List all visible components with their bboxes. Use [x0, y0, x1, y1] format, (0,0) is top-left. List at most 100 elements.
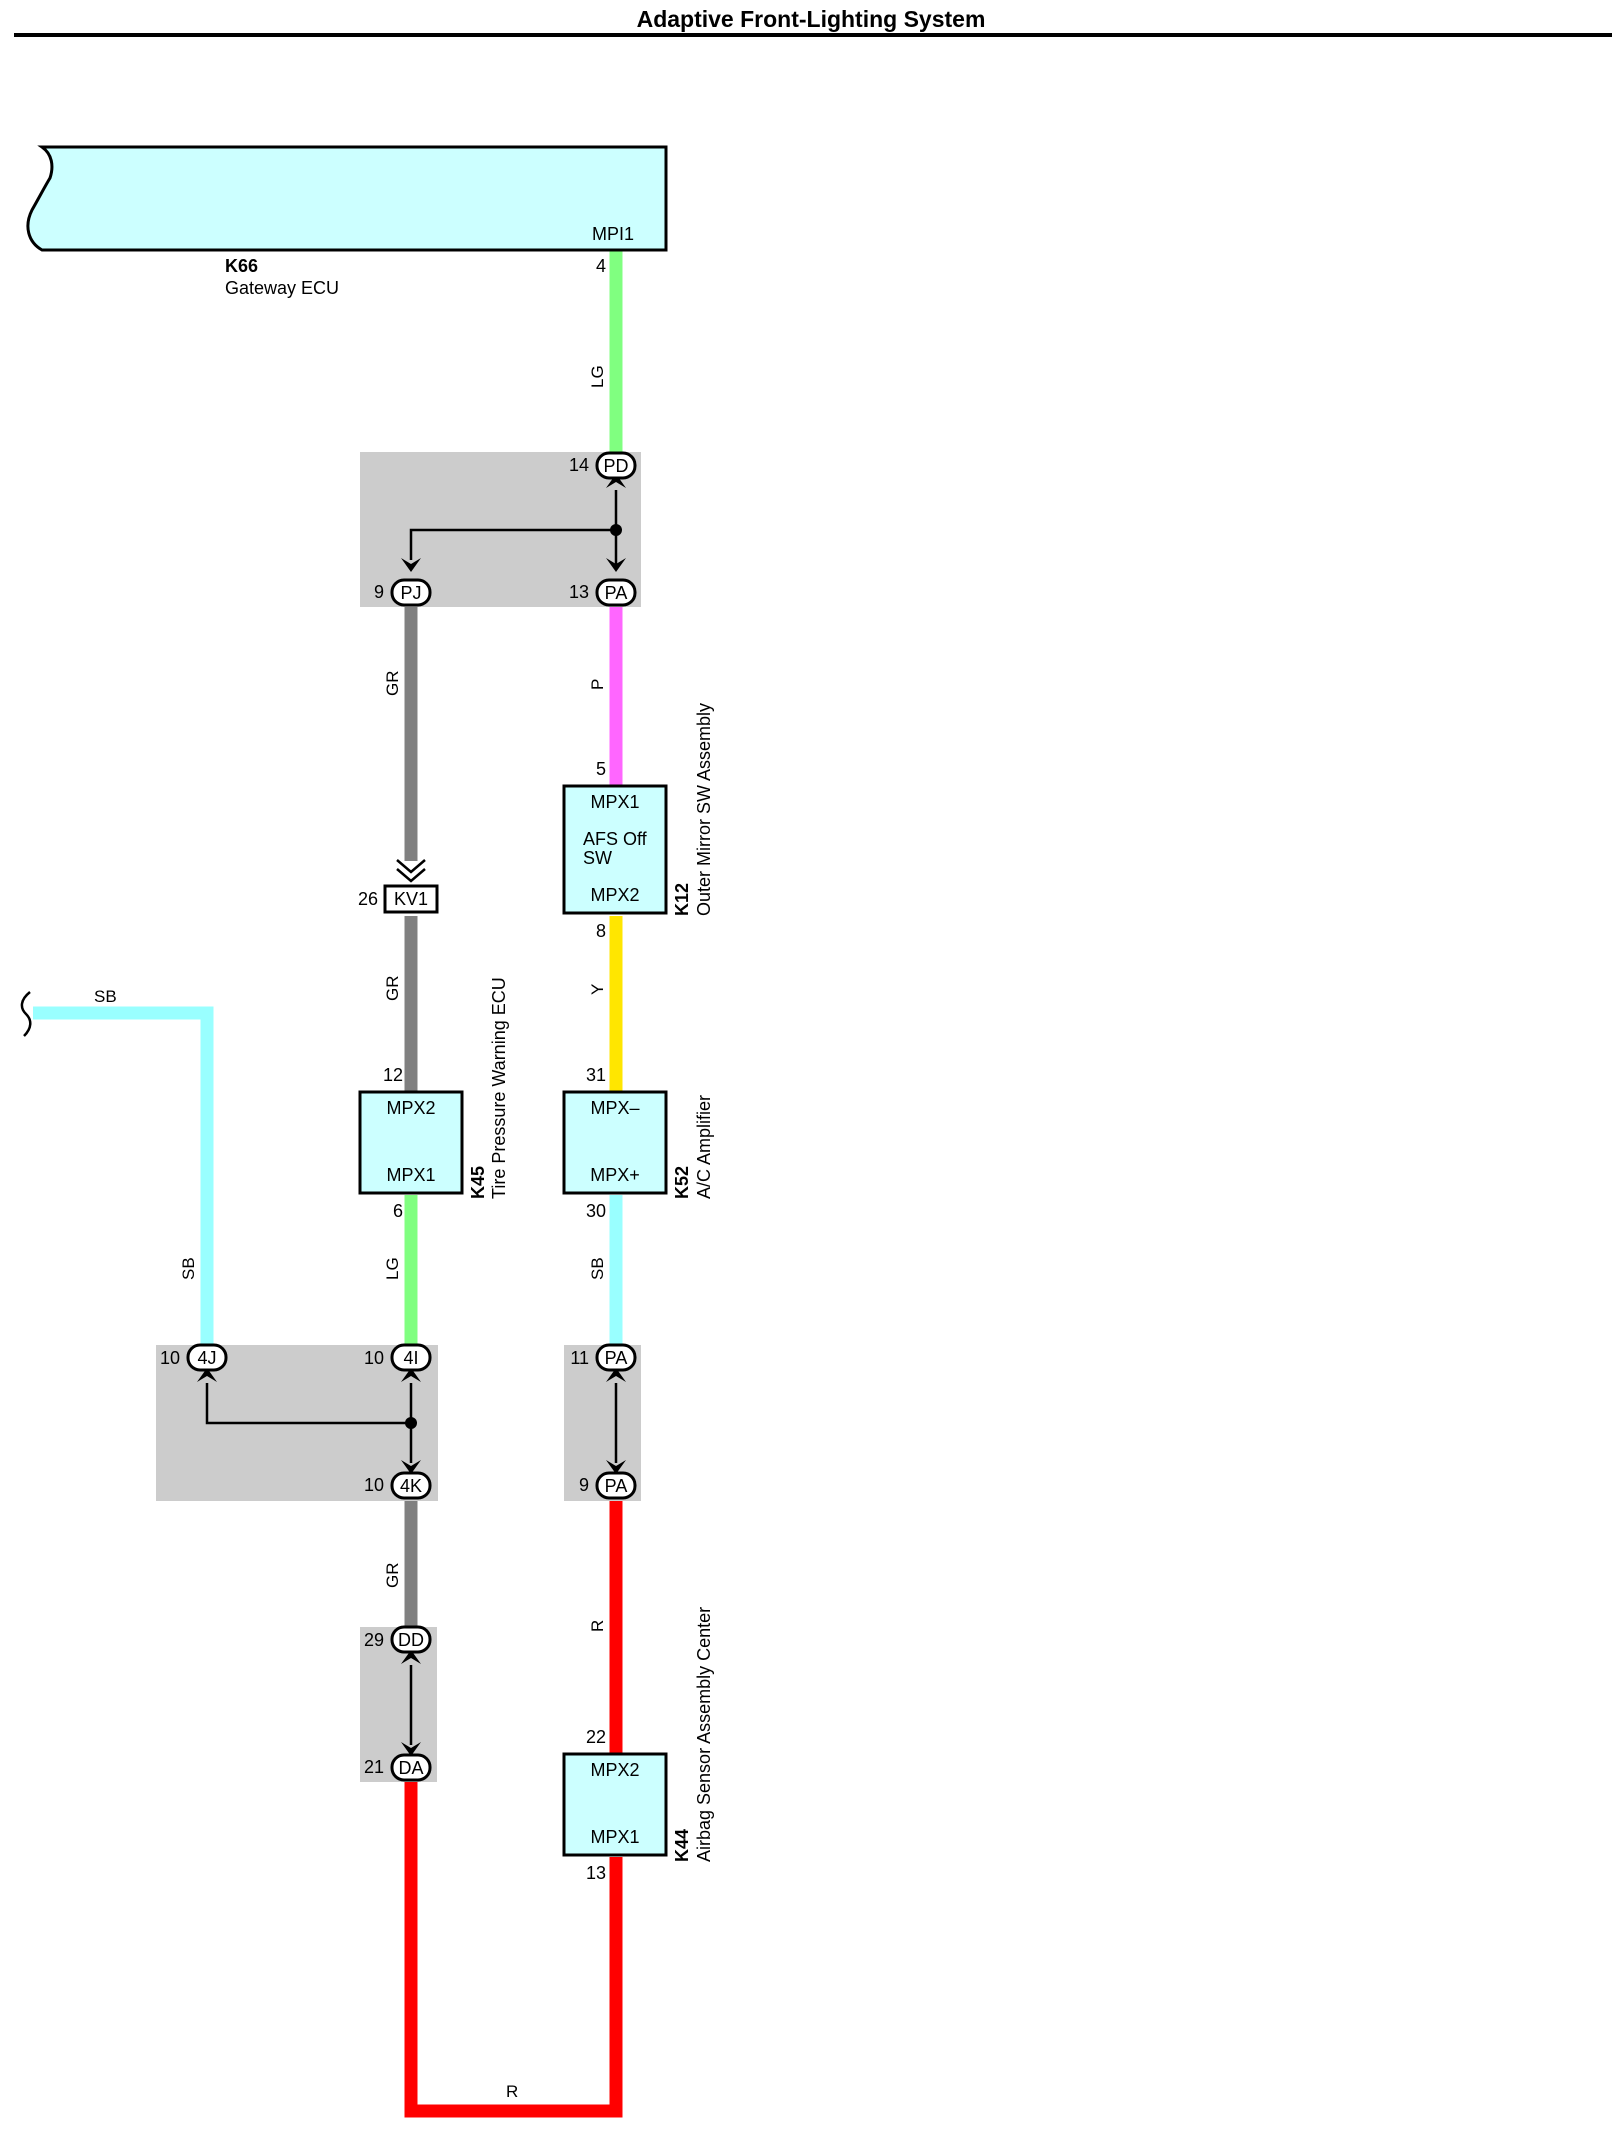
connector-4j-pin: 10 — [160, 1348, 180, 1368]
k45-bottom-terminal: MPX1 — [386, 1165, 435, 1185]
connector-4k-label: 4K — [400, 1476, 422, 1496]
k52-pin-30: 30 — [586, 1201, 606, 1221]
k66-code: K66 — [225, 256, 258, 276]
k52-name: A/C Amplifier — [694, 1095, 714, 1199]
connector-pa-11 — [595, 1343, 637, 1372]
connector-dd-pin: 29 — [364, 1630, 384, 1650]
connector-4i-label: 4I — [403, 1348, 418, 1368]
wire-label-p: P — [588, 679, 607, 690]
arrow-pa-11 — [606, 1368, 626, 1382]
k45-box — [358, 1090, 464, 1195]
connector-pj-pin: 9 — [374, 582, 384, 602]
k44-code: K44 — [672, 1829, 692, 1862]
connector-da — [390, 1753, 432, 1782]
k45-code: K45 — [468, 1166, 488, 1199]
k44-pin-13: 13 — [586, 1863, 606, 1883]
k12-bottom-terminal: MPX2 — [590, 885, 639, 905]
connector-pa-13 — [595, 578, 637, 607]
k44-pin-22: 22 — [586, 1727, 606, 1747]
arrow-4j — [197, 1368, 217, 1382]
connector-pa-9 — [595, 1471, 637, 1500]
connector-4i-pin: 10 — [364, 1348, 384, 1368]
wire-label-gr-1: GR — [383, 671, 402, 697]
wire-label-gr-3: GR — [383, 1563, 402, 1589]
k12-pin-8: 8 — [596, 921, 606, 941]
splice-line-4j-4k — [205, 1383, 411, 1425]
chevron-kv1-2 — [396, 868, 426, 883]
k66-name: Gateway ECU — [225, 278, 339, 298]
connector-pa-9-pin: 9 — [579, 1475, 589, 1495]
k12-switch-label-2: SW — [583, 848, 612, 868]
wire-sb-left — [33, 1006, 214, 1345]
arrow-pa-top — [606, 558, 626, 572]
k45-top-terminal: MPX2 — [386, 1098, 435, 1118]
k12-switch-label-1: AFS Off — [583, 829, 648, 849]
wire-r-bottom — [404, 1782, 623, 2118]
k45-pin-12: 12 — [383, 1065, 403, 1085]
wire-label-r-bottom: R — [506, 2082, 518, 2101]
k44-top-terminal: MPX2 — [590, 1760, 639, 1780]
connector-pd — [595, 451, 637, 480]
wire-label-lg-2: LG — [383, 1257, 402, 1280]
k52-box — [562, 1090, 668, 1195]
connector-dd — [390, 1625, 432, 1654]
connector-kv1 — [383, 884, 439, 914]
wire-label-sb-right: SB — [588, 1257, 607, 1280]
k12-code: K12 — [672, 883, 692, 916]
connector-kv1-label: KV1 — [394, 889, 428, 909]
splice-point-4 — [405, 1417, 417, 1429]
arrow-dd — [401, 1650, 421, 1664]
k45-name: Tire Pressure Warning ECU — [489, 977, 509, 1199]
wire-label-y: Y — [588, 984, 607, 995]
k66-terminal-label: MPI1 — [592, 224, 634, 244]
arrow-pd — [606, 474, 626, 488]
connector-4j-label: 4J — [197, 1348, 216, 1368]
connector-pd-label: PD — [603, 456, 628, 476]
splice-line-pd-pj — [409, 528, 616, 560]
k12-pin-5: 5 — [596, 759, 606, 779]
k44-bottom-terminal: MPX1 — [590, 1827, 639, 1847]
connector-pa-13-label: PA — [605, 583, 628, 603]
arrow-pj — [401, 558, 421, 572]
arrow-da — [401, 1742, 421, 1756]
k45-pin-6: 6 — [393, 1201, 403, 1221]
arrow-pa-9 — [606, 1460, 626, 1474]
wire-label-gr-2: GR — [383, 976, 402, 1002]
connector-pa-11-label: PA — [605, 1348, 628, 1368]
connector-pa-11-pin: 11 — [570, 1348, 589, 1368]
k52-bottom-terminal: MPX+ — [590, 1165, 640, 1185]
connector-pa-9-label: PA — [605, 1476, 628, 1496]
wire-label-r-1: R — [588, 1620, 607, 1632]
wire-break-mark — [20, 991, 32, 1037]
k12-top-terminal: MPX1 — [590, 792, 639, 812]
connector-pj-label: PJ — [400, 583, 421, 603]
connector-kv1-pin: 26 — [358, 889, 378, 909]
wire-label-sb-top: SB — [94, 987, 117, 1006]
chevron-kv1-1 — [396, 859, 426, 874]
k52-top-terminal: MPX– — [590, 1098, 639, 1118]
arrow-4k — [401, 1460, 421, 1474]
connector-4k — [390, 1471, 432, 1500]
arrow-4i — [401, 1368, 421, 1382]
connector-pj — [390, 578, 432, 607]
wire-label-sb-left: SB — [179, 1257, 198, 1280]
k12-name: Outer Mirror SW Assembly — [694, 703, 714, 916]
k52-code: K52 — [672, 1166, 692, 1199]
k12-box — [562, 784, 668, 915]
connector-4k-pin: 10 — [364, 1475, 384, 1495]
connector-dd-label: DD — [398, 1630, 424, 1650]
connector-da-pin: 21 — [364, 1757, 384, 1777]
connector-pa-13-pin: 13 — [569, 582, 589, 602]
k44-name: Airbag Sensor Assembly Center — [694, 1607, 714, 1862]
connector-da-label: DA — [398, 1758, 423, 1778]
connector-pd-pin: 14 — [569, 455, 589, 475]
connector-4j — [186, 1343, 228, 1372]
page-title: Adaptive Front-Lighting System — [637, 6, 986, 32]
splice-point — [610, 524, 622, 536]
k66-pin-number: 4 — [596, 256, 606, 276]
k52-pin-31: 31 — [586, 1065, 606, 1085]
wire-label-lg-top: LG — [588, 365, 607, 388]
gateway-ecu-box — [26, 145, 668, 252]
connector-4i — [390, 1343, 432, 1372]
